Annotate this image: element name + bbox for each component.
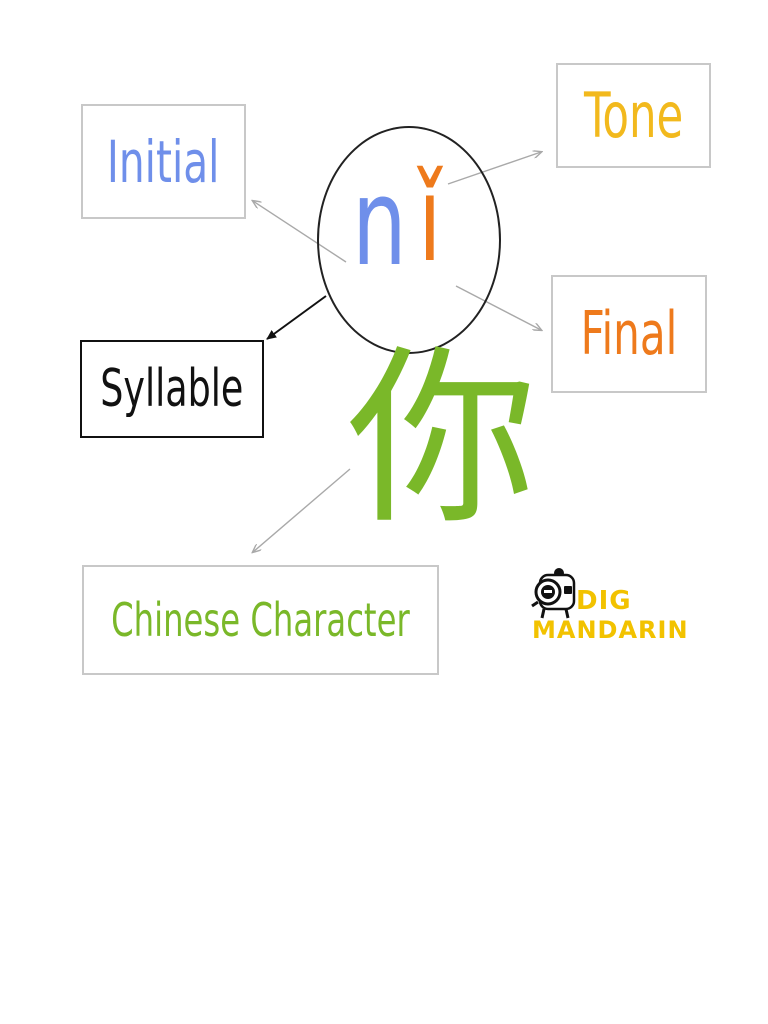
chinese-character-label: Chinese Character <box>111 593 410 647</box>
syllable-circle <box>317 126 501 354</box>
final-label: Final <box>580 299 678 369</box>
panda-mascot-icon <box>531 568 576 619</box>
logo-word-mandarin: MANDARIN <box>532 616 689 644</box>
logo-word-dig: DIG <box>576 586 632 616</box>
initial-label: Initial <box>107 127 220 196</box>
pinyin-final-letter: ǐ <box>418 150 442 288</box>
arrow-to-character <box>253 468 351 552</box>
tone-label: Tone <box>583 79 684 152</box>
pinyin-initial-letter: n <box>352 154 407 293</box>
chinese-character: 你 <box>347 329 538 550</box>
syllable-label-box: Syllable <box>80 340 264 438</box>
arrow-to-syllable <box>266 295 327 340</box>
tone-label-box: Tone <box>556 63 711 168</box>
dig-mandarin-logo: DIG MANDARIN <box>528 566 704 656</box>
final-label-box: Final <box>551 275 707 393</box>
syllable-label: Syllable <box>100 359 244 419</box>
initial-label-box: Initial <box>81 104 246 219</box>
chinese-character-label-box: Chinese Character <box>82 565 439 675</box>
